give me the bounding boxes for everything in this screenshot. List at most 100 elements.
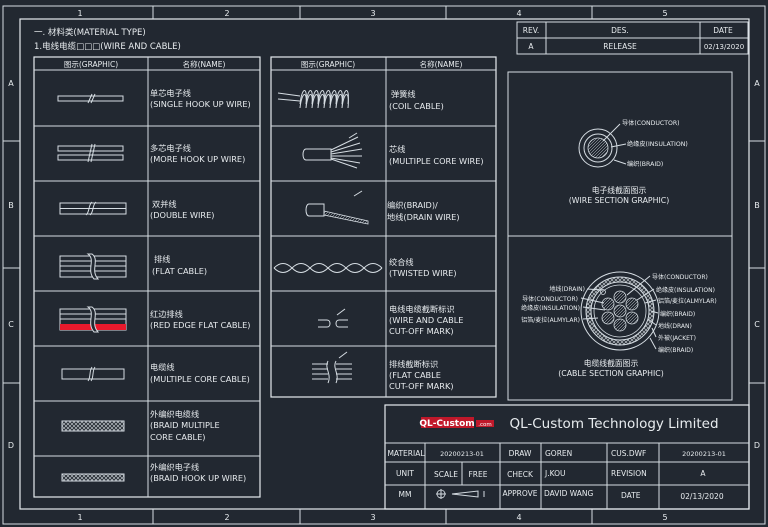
left-row-7-line1: 外编织电缆线 xyxy=(150,409,199,419)
mid-row-5-line1: 电线电缆截断标识 xyxy=(389,304,455,314)
wire-section-caption-1: 电子线截面图示 xyxy=(592,185,647,195)
col-label-1: 1 xyxy=(77,9,82,18)
revision-table: REV. DES. DATE A RELEASE 02/13/2020 xyxy=(516,21,749,55)
multiple-core-wire-graphic xyxy=(302,132,363,169)
mid-row-5-line2: (WIRE AND CABLE xyxy=(389,315,463,325)
cable-section-graphic xyxy=(580,271,660,351)
rev-header: REV. xyxy=(523,26,540,35)
mid-row-4-line1: 绞合线 xyxy=(389,257,414,267)
mid-table: 图示(GRAPHIC) 名称(NAME) xyxy=(270,56,497,398)
left-row-5-line2: (RED EDGE FLAT CABLE) xyxy=(150,320,250,330)
approve-value: DAVID WANG xyxy=(544,489,594,498)
left-row-3-line1: 双并线 xyxy=(152,199,177,209)
col-label-2: 2 xyxy=(224,9,229,18)
wire-section-caption-2: (WIRE SECTION GRAPHIC) xyxy=(569,196,670,205)
subsection-title: 1.电线电缆□□□(WIRE AND CABLE) xyxy=(34,41,181,52)
company-name: QL-Custom Technology Limited xyxy=(509,416,718,432)
left-row-3-line2: (DOUBLE WIRE) xyxy=(150,210,214,220)
left-names: 单芯电子线 (SINGLE HOOK UP WIRE) 多芯电子线 (MORE … xyxy=(150,88,251,483)
col-label-2b: 2 xyxy=(224,513,229,522)
mid-row-6-line1: 排线截断标识 xyxy=(389,359,438,369)
col-label-4b: 4 xyxy=(516,513,521,522)
company-logo: QL-Custom .com xyxy=(419,417,494,429)
row-label-b: B xyxy=(8,201,14,210)
material-value: 20200213-01 xyxy=(440,450,484,458)
cable-label-conductor: 导体(CONDUCTOR) xyxy=(652,273,708,281)
des-header: DES. xyxy=(611,26,629,35)
date-value: 02/13/2020 xyxy=(704,43,744,51)
more-hook-up-wire-graphic xyxy=(57,143,124,163)
wire-cable-cut-off-mark-graphic xyxy=(318,308,348,328)
mid-row-4-line2: (TWISTED WIRE) xyxy=(389,268,457,278)
left-row-5-line1: 红边排线 xyxy=(150,309,183,319)
mid-col-graphic-header: 图示(GRAPHIC) xyxy=(301,60,355,69)
material-label: MATERIAL xyxy=(387,449,425,458)
mid-row-3-line2: 地线(DRAIN WIRE) xyxy=(387,212,460,222)
cus-dwf-label: CUS.DWF xyxy=(611,449,646,458)
check-label: CHECK xyxy=(507,470,534,479)
flat-cable-cut-off-mark-graphic xyxy=(312,351,352,384)
cable-section-caption-1: 电缆线截面图示 xyxy=(584,358,639,368)
cable-label-braid-inner: 编织(BRAID) xyxy=(660,310,695,318)
cable-labels-left: 地线(DRAIN) 导体(CONDUCTOR) 绝缘皮(INSULATION) … xyxy=(521,285,585,324)
row-label-a-right: A xyxy=(754,79,760,88)
rev-value: A xyxy=(528,42,534,51)
left-col-graphic-header: 图示(GRAPHIC) xyxy=(64,60,118,69)
row-label-c-right: C xyxy=(754,320,760,329)
left-row-7-line2: (BRAID MULTIPLE xyxy=(150,420,220,430)
cable-label-left-insulation: 绝缘皮(INSULATION) xyxy=(521,304,580,312)
mid-row-5-line3: CUT-OFF MARK) xyxy=(389,326,454,336)
projection-symbol-icon xyxy=(436,489,485,499)
col-label-3b: 3 xyxy=(370,513,375,522)
wire-label-insulation: 绝缘皮(INSULATION) xyxy=(627,140,688,148)
cable-section-panel: 导体(CONDUCTOR) 绝缘皮(INSULATION) 铝箔/麦拉(ALMY… xyxy=(507,235,733,401)
cable-label-drain: 地线(DRAN) xyxy=(658,322,692,330)
frame-row-labels: A B C D A B C D xyxy=(8,79,760,450)
scale-label: SCALE xyxy=(434,470,458,479)
frame-column-labels-top: 1 2 3 4 5 xyxy=(77,9,667,18)
cable-label-left-almylar: 铝箔/麦拉(ALMYLAR) xyxy=(521,316,580,324)
wire-section-graphic xyxy=(578,123,627,168)
double-wire-graphic xyxy=(59,201,127,216)
revision-value: A xyxy=(700,469,706,478)
mid-row-6-line3: CUT-OFF MARK) xyxy=(389,381,454,391)
cable-label-insulation: 绝缘皮(INSULATION) xyxy=(656,286,715,294)
date-label: DATE xyxy=(621,491,641,500)
red-edge-flat-cable-graphic xyxy=(59,306,127,333)
row-label-c: C xyxy=(8,320,14,329)
row-label-d: D xyxy=(8,441,14,450)
col-label-3: 3 xyxy=(370,9,375,18)
col-label-4: 4 xyxy=(516,9,521,18)
left-table: 图示(GRAPHIC) 名称(NAME) xyxy=(33,56,261,498)
mm-label: MM xyxy=(399,490,412,499)
mid-names: 弹簧线 (COIL CABLE) 芯线 (MULTIPLE CORE WIRE)… xyxy=(387,89,484,391)
date-value-title: 02/13/2020 xyxy=(680,492,723,501)
draw-value: GOREN xyxy=(545,449,572,458)
left-row-4-line2: (FLAT CABLE) xyxy=(152,266,207,276)
approve-label: APPROVE xyxy=(502,489,537,498)
col-label-1b: 1 xyxy=(77,513,82,522)
cable-label-braid-outer: 编织(BRAID) xyxy=(658,346,693,354)
braid-multiple-core-cable-graphic xyxy=(61,420,125,432)
mid-row-1-line1: 弹簧线 xyxy=(391,89,416,99)
frame-column-labels-bottom: 1 2 3 4 5 xyxy=(77,513,667,522)
braid-drain-wire-graphic xyxy=(305,190,369,225)
draw-label: DRAW xyxy=(509,449,532,458)
left-row-1-line2: (SINGLE HOOK UP WIRE) xyxy=(150,99,251,109)
scale-value: FREE xyxy=(468,470,487,479)
cable-label-almylar: 铝箔/麦拉(ALMYLAR) xyxy=(658,297,717,305)
mid-row-2-line2: (MULTIPLE CORE WIRE) xyxy=(389,156,484,166)
row-label-d-right: D xyxy=(754,441,760,450)
row-label-b-right: B xyxy=(754,201,760,210)
mid-row-2-line1: 芯线 xyxy=(389,144,405,154)
wire-label-conductor: 导体(CONDUCTOR) xyxy=(622,119,680,127)
cable-label-jacket: 外被(JACKET) xyxy=(658,334,696,342)
des-value: RELEASE xyxy=(603,42,637,51)
mid-row-3-line1: 编织(BRAID)/ xyxy=(387,200,438,210)
flat-cable-graphic xyxy=(59,253,127,280)
wire-label-braid: 编织(BRAID) xyxy=(627,160,663,168)
cable-section-caption-2: (CABLE SECTION GRAPHIC) xyxy=(558,369,664,378)
unit-label: UNIT xyxy=(396,469,414,478)
left-row-8-line1: 外编织电子线 xyxy=(150,462,199,472)
